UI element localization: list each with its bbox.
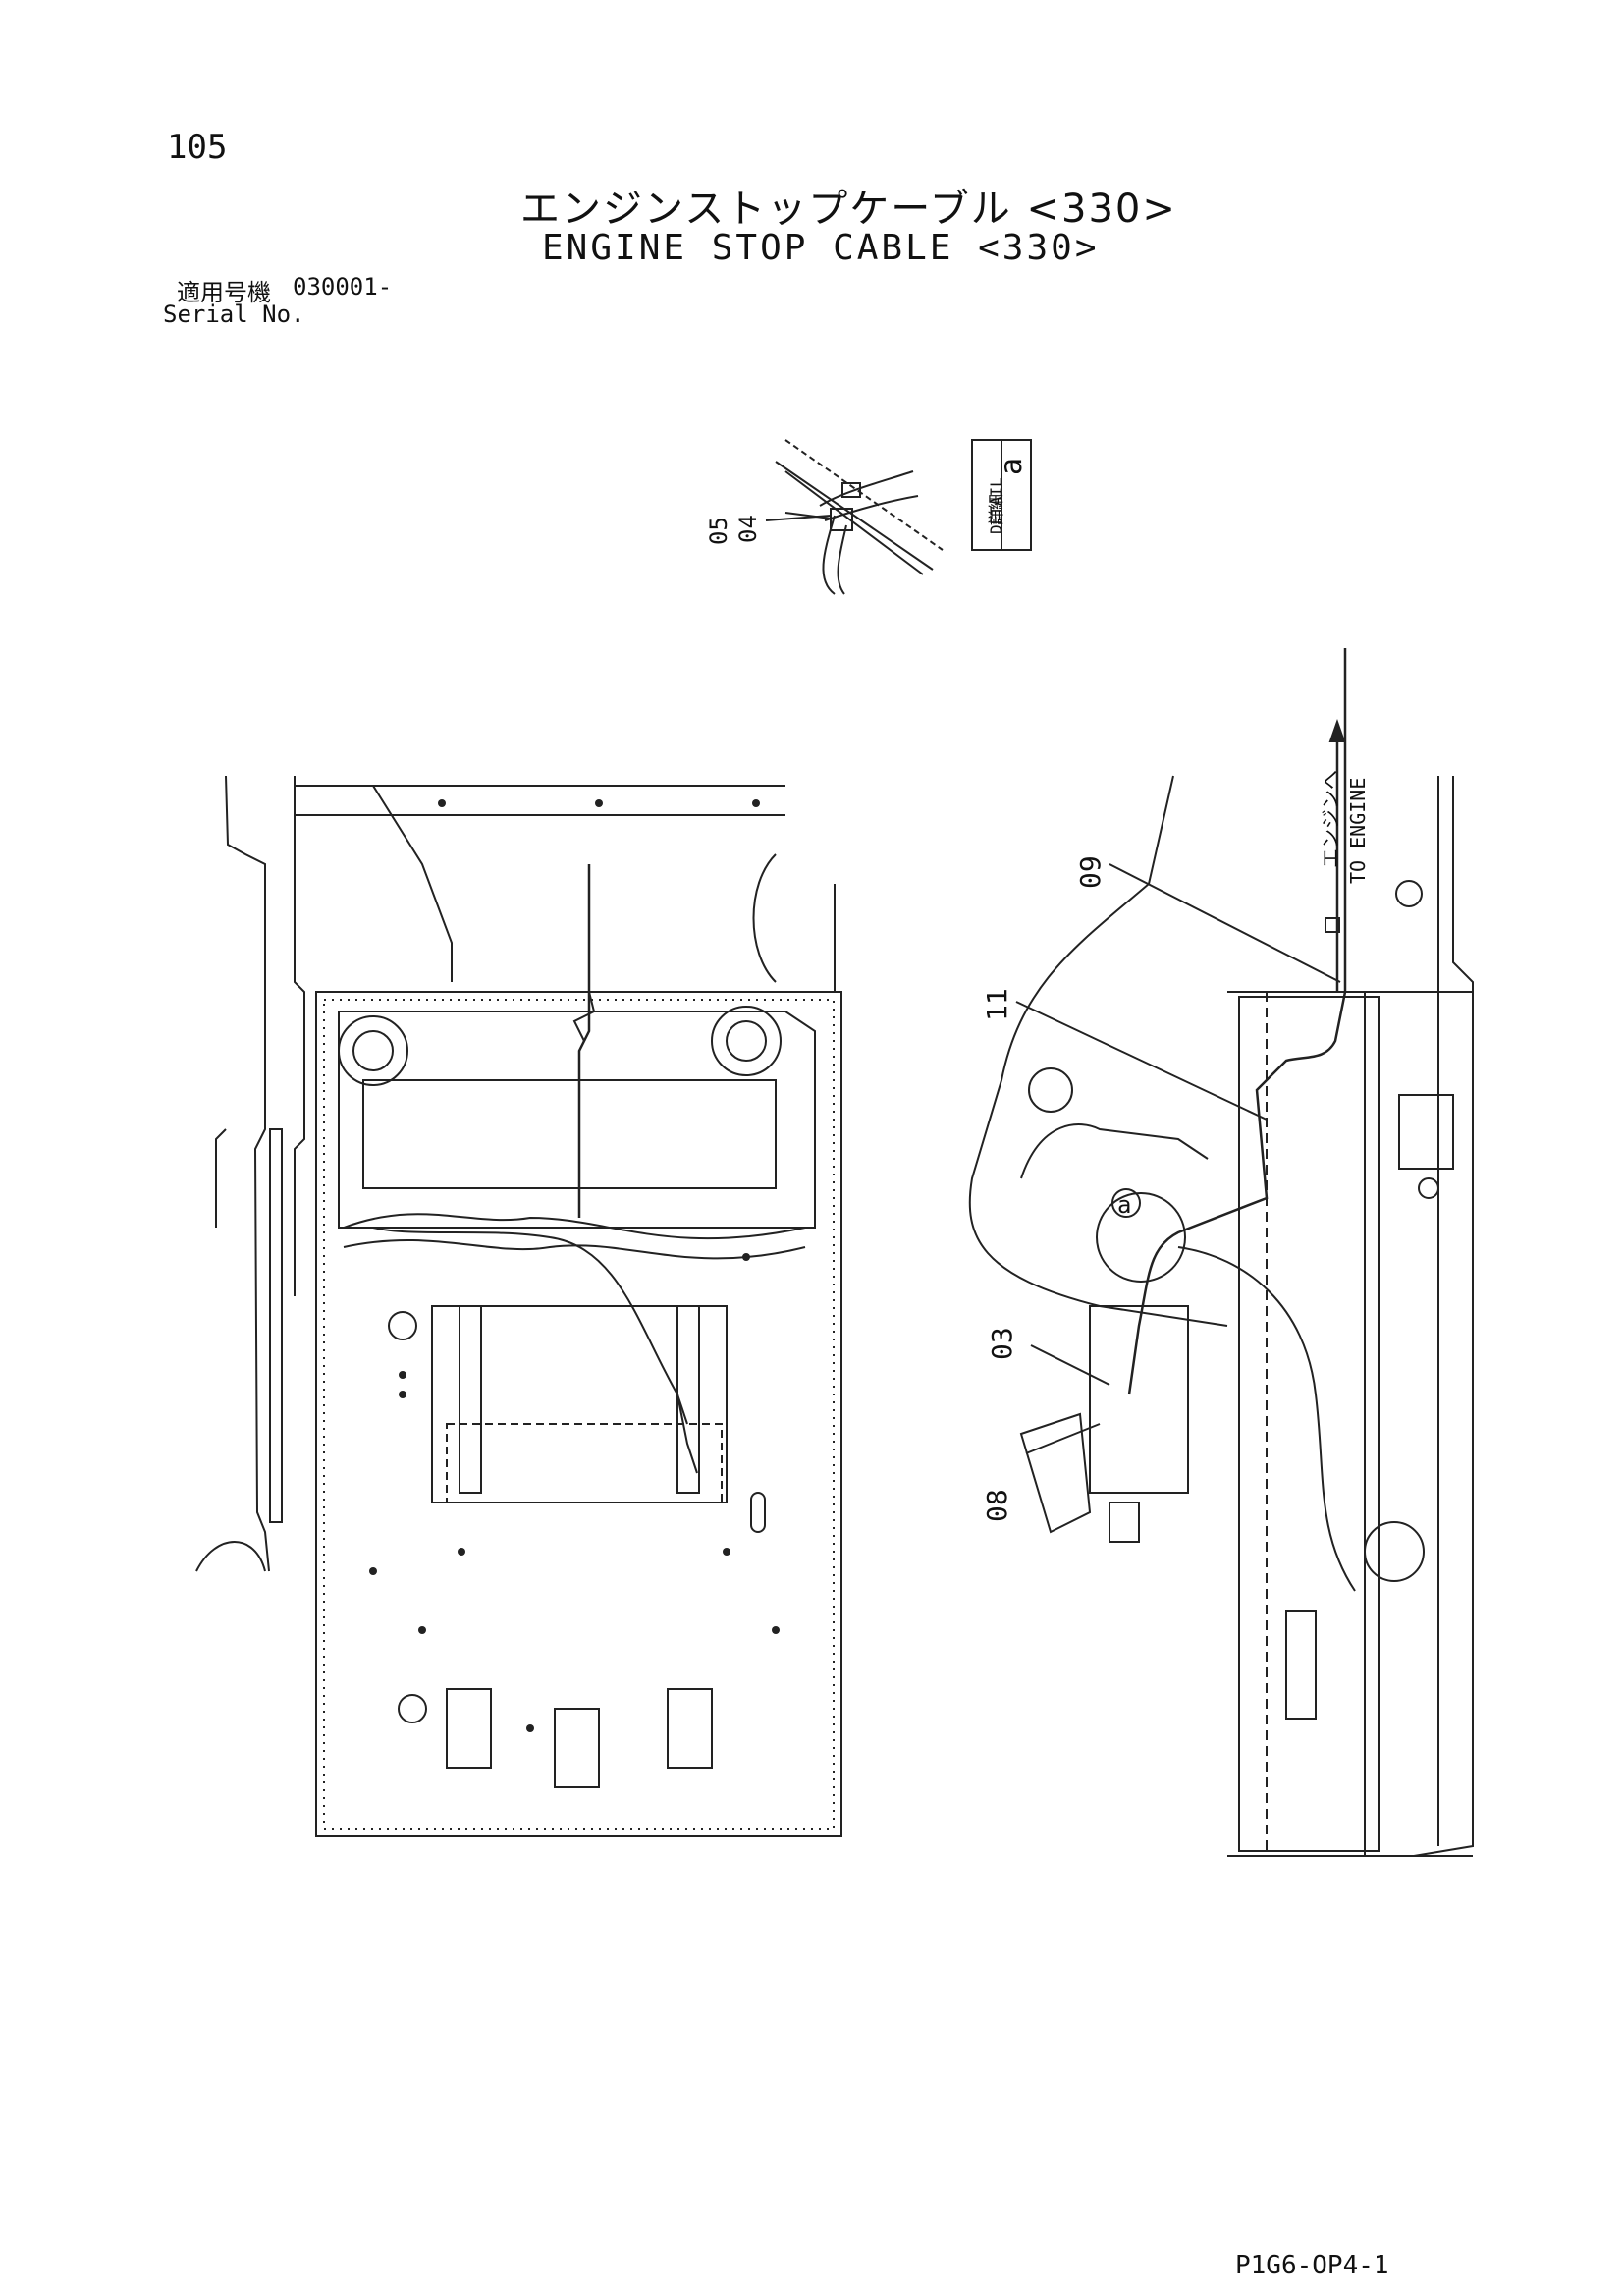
callout-03: 03	[986, 1327, 1018, 1360]
detail-label-jp: 詳細	[987, 494, 1005, 525]
footer-code: P1G6-OP4-1	[1235, 2251, 1389, 2280]
serial-label-jp: 適用号機	[177, 279, 271, 306]
serial-label-en: Serial No.	[163, 301, 305, 328]
right-side-view: a TO ENGINE エンジンへ 09 11 03 08	[968, 648, 1474, 1857]
detail-part-04: 04	[734, 515, 762, 543]
detail-marker-a: a	[1117, 1191, 1131, 1219]
page-number: 105	[167, 128, 228, 167]
callout-11: 11	[981, 988, 1013, 1021]
page-title-jp: エンジンストップケーブル <330>	[520, 187, 1177, 232]
detail-part-05: 05	[705, 517, 732, 545]
to-engine-jp: エンジンへ	[1319, 770, 1342, 868]
to-engine-en: TO ENGINE	[1346, 778, 1370, 884]
callout-09: 09	[1074, 855, 1107, 889]
left-plan-view	[195, 775, 842, 1837]
page-title-en: ENGINE STOP CABLE <330>	[542, 228, 1100, 268]
detail-label-en: DETAIL	[987, 477, 1005, 534]
detail-letter: a	[995, 458, 1029, 475]
callout-08: 08	[981, 1489, 1013, 1522]
detail-a-inset: a DETAIL 詳細 05 04	[705, 439, 1032, 595]
serial-value: 030001-	[293, 273, 393, 301]
